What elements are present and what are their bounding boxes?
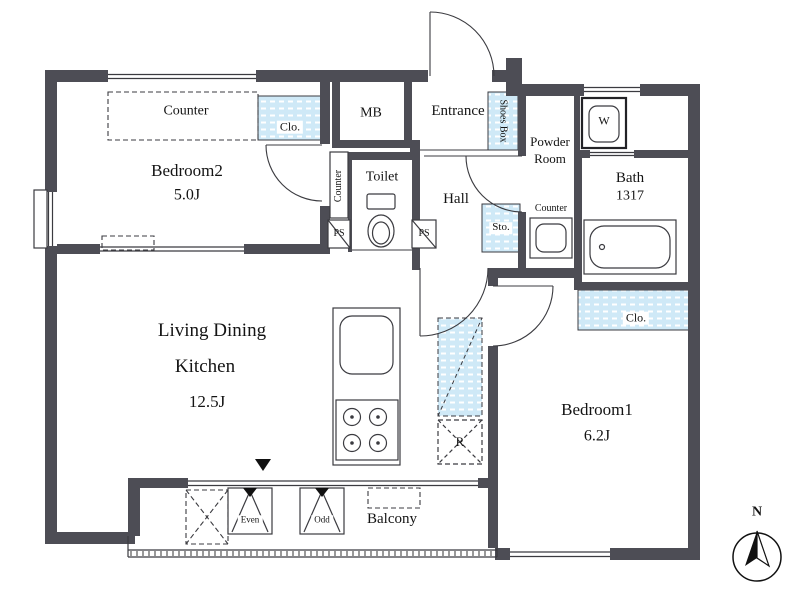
ldk-label-line2: Kitchen <box>174 356 236 378</box>
north-label: N <box>751 504 763 520</box>
ps-right-label: PS <box>418 227 430 239</box>
compass-icon <box>732 530 782 582</box>
refrigerator-label: R <box>455 434 465 450</box>
counter-bedroom2-label: Counter <box>163 103 209 119</box>
powder-room-label-line1: Powder <box>530 134 570 150</box>
bedroom2-label: Bedroom2 <box>151 161 223 181</box>
cabinet-diagonal <box>437 317 483 417</box>
balcony-label: Balcony <box>367 511 417 528</box>
odd-panel <box>299 487 345 535</box>
meter-box-label: MB <box>360 105 382 121</box>
bedroom1-door-arc <box>492 285 554 347</box>
shoes-box-label: Shoes Box <box>497 99 509 143</box>
bathtub-icon <box>583 219 677 275</box>
bedroom2-size-label: 5.0J <box>173 186 201 204</box>
entrance-step <box>420 149 488 157</box>
counter-dashed-bedroom2 <box>107 91 259 141</box>
balcony-dashed-box <box>367 487 421 509</box>
ps-right-box <box>411 219 437 249</box>
windows <box>33 73 640 558</box>
position-marker-icon <box>255 459 271 471</box>
balcony-storage-dashed <box>185 489 229 545</box>
fixtures <box>327 96 677 466</box>
hall-label: Hall <box>443 191 469 208</box>
powder-room-label-line2: Room <box>534 151 566 167</box>
refrigerator-space <box>437 419 483 465</box>
bedroom1-label: Bedroom1 <box>561 400 633 420</box>
bath-label: Bath <box>615 170 645 187</box>
counter-kitchen-label: Counter <box>332 169 344 203</box>
ldk-label-line1: Living Dining <box>157 320 267 342</box>
toilet-icon <box>366 193 396 248</box>
vanity-icon <box>529 217 573 259</box>
dashed-cabinet-bedroom2 <box>101 235 155 251</box>
shoes-box-area <box>487 91 519 151</box>
stove-icon <box>335 399 399 461</box>
closet-bedroom2-label: Clo. <box>276 121 304 134</box>
washer-label: W <box>595 115 613 128</box>
toilet-label: Toilet <box>365 169 399 185</box>
ldk-size-label: 12.5J <box>188 392 226 412</box>
bath-size-label: 1317 <box>616 188 644 204</box>
hall-door-arc <box>419 267 489 337</box>
powder-door-arc <box>465 155 523 213</box>
storage-label: Sto. <box>489 222 513 234</box>
kitchen-counter-strip <box>329 151 349 219</box>
balcony-structure <box>127 459 498 558</box>
left-window-ledge <box>33 189 48 249</box>
doors <box>265 11 554 347</box>
bedroom2-door-arc <box>265 144 323 202</box>
sink-icon <box>339 315 394 375</box>
ps-left-box <box>327 219 351 249</box>
counter-powder-label: Counter <box>534 202 568 214</box>
ps-left-label: PS <box>333 227 345 239</box>
even-panel-label: Even <box>237 514 263 525</box>
odd-panel-label: Odd <box>311 514 333 525</box>
bedroom1-size-label: 6.2J <box>583 427 611 445</box>
entrance-door-arc <box>429 11 495 77</box>
even-panel <box>227 487 273 535</box>
entrance-label: Entrance <box>431 103 485 120</box>
closet-bedroom1-label: Clo. <box>622 312 650 325</box>
dashed-furniture <box>101 91 421 545</box>
